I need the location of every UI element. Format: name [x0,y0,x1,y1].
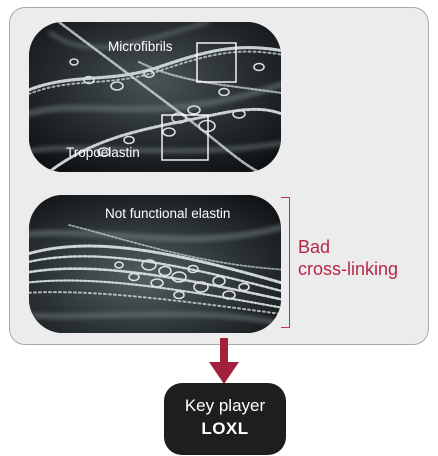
microfibrils-illustration [29,22,281,172]
annotation-line-2: cross-linking [298,259,399,279]
loxl-label: LOXL [201,419,249,438]
tropoelastin-highlight-box [161,114,209,161]
bad-cross-linking-bracket [281,197,290,328]
tropoelastin-label: Tropoelastin [66,145,140,160]
microfibrils-image: Microfibrils Tropoelastin [29,22,281,172]
key-player-box: Key player LOXL [164,383,286,455]
non-functional-elastin-image: Not functional elastin [29,195,281,333]
non-functional-elastin-label: Not functional elastin [105,206,231,221]
down-arrow-icon [209,338,239,384]
annotation-line-1: Bad [298,237,331,257]
microfibrils-label: Microfibrils [108,39,173,54]
non-functional-elastin-illustration [29,195,281,333]
bad-cross-linking-annotation: Bad cross-linking [298,236,398,280]
microfibrils-highlight-box [196,42,237,83]
key-player-label: Key player [184,396,266,415]
